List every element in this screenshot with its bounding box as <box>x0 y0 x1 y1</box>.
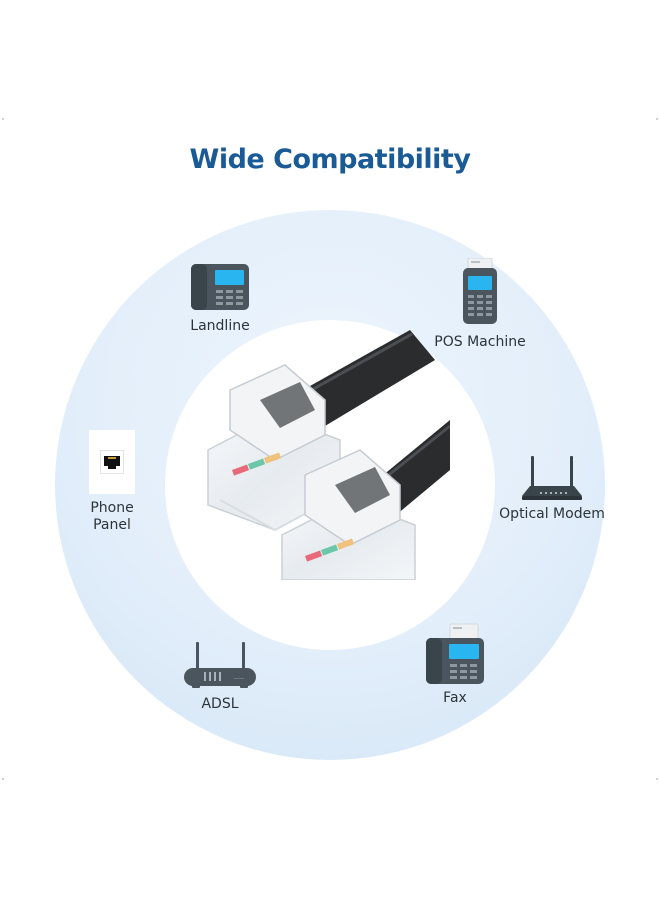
device-pos-machine: POS Machine <box>420 258 540 351</box>
connector-lower <box>281 449 416 580</box>
edge-mark <box>656 118 658 120</box>
device-landline: Landline <box>180 262 260 335</box>
router-icon <box>522 456 582 500</box>
device-label-line1: Phone <box>90 500 134 516</box>
landline-phone-icon <box>191 264 249 310</box>
device-label-line2: Panel <box>93 517 131 533</box>
fax-machine-icon <box>426 623 484 684</box>
edge-mark <box>2 778 4 780</box>
adsl-modem-icon <box>184 642 256 688</box>
panel-box <box>89 430 135 494</box>
device-label: Landline <box>190 318 250 334</box>
phone-jack-panel-icon <box>100 450 124 474</box>
device-label: Fax <box>443 690 467 706</box>
edge-mark <box>656 778 658 780</box>
pos-machine-icon <box>463 258 497 324</box>
edge-mark <box>2 118 4 120</box>
device-label: Optical Modem <box>499 506 605 522</box>
device-label: POS Machine <box>434 334 526 350</box>
device-label: ADSL <box>201 696 239 712</box>
connector-upper <box>207 364 341 532</box>
page-title: Wide Compatibility <box>189 144 471 175</box>
device-optical-modem: Optical Modem <box>494 452 610 523</box>
rj11-connector-icon <box>207 330 450 580</box>
device-phone-panel: Phone Panel <box>80 430 144 534</box>
device-adsl: ADSL <box>170 640 270 713</box>
device-fax: Fax <box>415 622 495 707</box>
